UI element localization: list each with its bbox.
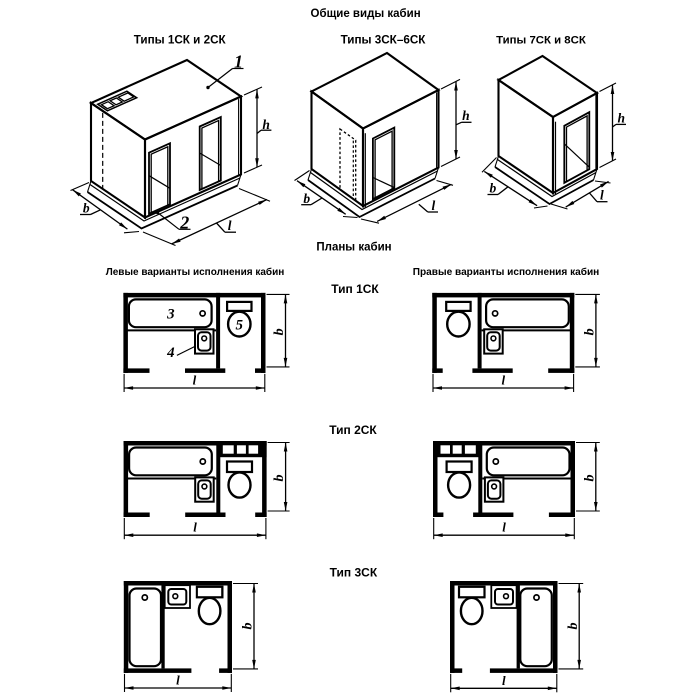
svg-text:Общие виды кабин: Общие виды кабин (311, 8, 421, 20)
svg-text:l: l (193, 373, 197, 388)
svg-text:Типы 7СК и 8СК: Типы 7СК и 8СК (496, 35, 586, 47)
svg-text:l: l (193, 520, 197, 535)
svg-text:l: l (502, 520, 506, 535)
svg-text:Левые варианты исполнения каби: Левые варианты исполнения кабин (106, 266, 285, 278)
svg-text:h: h (618, 111, 626, 126)
svg-text:Типы 1СК и 2СК: Типы 1СК и 2СК (134, 34, 227, 47)
svg-text:Тип 3СК: Тип 3СК (330, 565, 378, 579)
svg-text:4: 4 (166, 345, 175, 361)
svg-text:b: b (272, 475, 287, 482)
svg-text:Правые варианты исполнения каб: Правые варианты исполнения кабин (413, 266, 600, 278)
svg-text:Планы кабин: Планы кабин (316, 242, 391, 254)
svg-text:l: l (600, 188, 604, 203)
svg-text:b: b (566, 622, 581, 629)
svg-text:l: l (228, 218, 232, 233)
svg-text:Типы 3СК–6СК: Типы 3СК–6СК (341, 34, 427, 47)
svg-text:b: b (303, 191, 310, 206)
svg-text:h: h (462, 108, 470, 123)
svg-text:1: 1 (234, 52, 243, 72)
svg-text:b: b (490, 181, 497, 196)
svg-text:h: h (262, 117, 270, 132)
svg-text:l: l (176, 673, 180, 688)
svg-text:b: b (582, 475, 597, 482)
svg-text:l: l (502, 673, 506, 688)
svg-text:b: b (83, 200, 90, 215)
svg-text:b: b (272, 328, 287, 335)
svg-text:Тип 2СК: Тип 2СК (329, 423, 377, 437)
svg-text:b: b (241, 622, 256, 629)
svg-text:l: l (432, 198, 436, 213)
svg-text:b: b (582, 328, 597, 335)
svg-text:l: l (501, 373, 505, 388)
svg-text:5: 5 (236, 317, 244, 333)
svg-text:3: 3 (166, 307, 175, 323)
svg-text:Тип 1СК: Тип 1СК (331, 282, 379, 296)
svg-text:2: 2 (179, 212, 189, 232)
